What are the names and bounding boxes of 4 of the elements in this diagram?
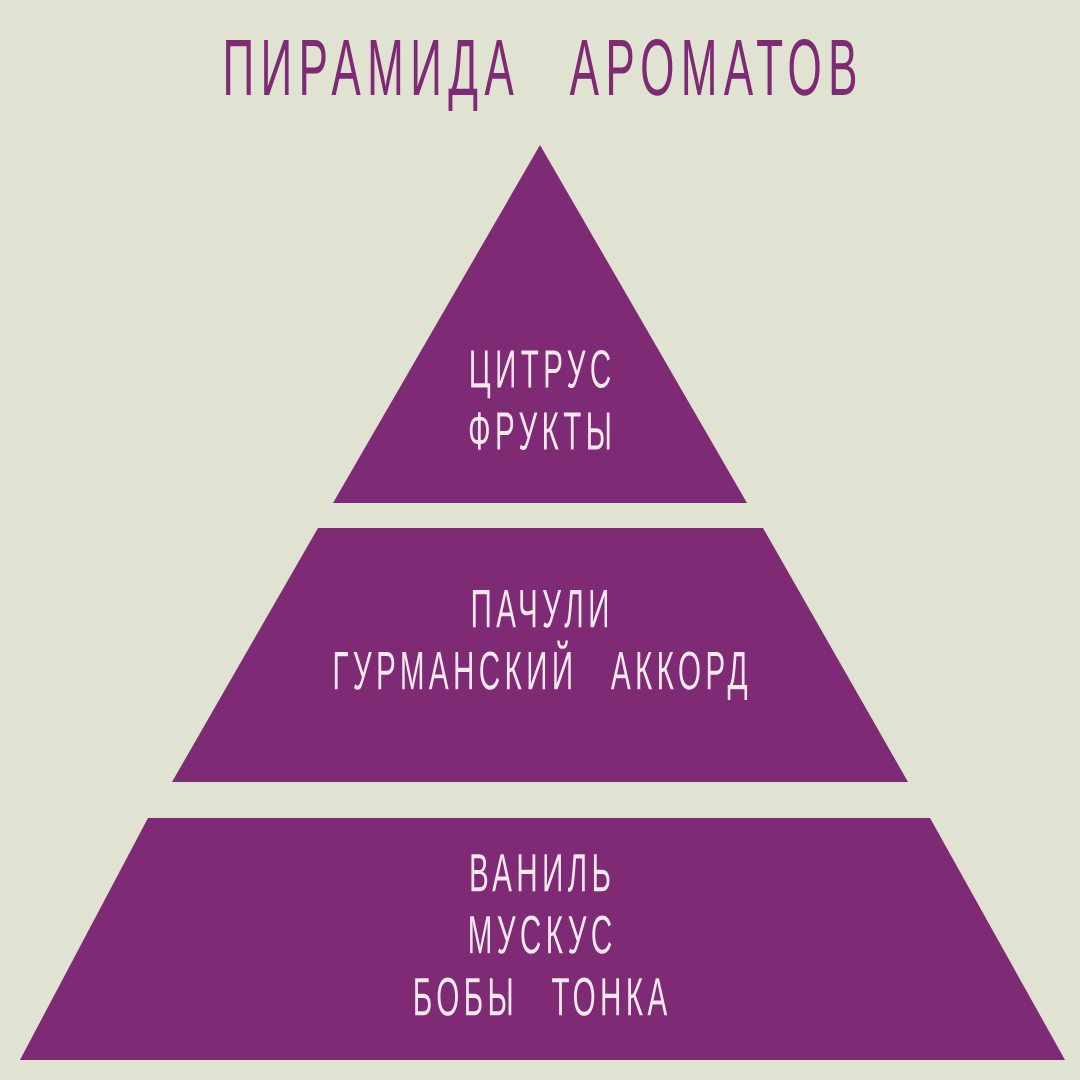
- pyramid-tier: ПАЧУЛИ ГУРМАНСКИЙ АККОРД: [172, 528, 908, 782]
- title: ПИРАМИДА АРОМАТОВ: [226, 39, 856, 111]
- pyramid-tier: ВАНИЛЬ МУСКУС БОБЫ ТОНКА: [20, 818, 1065, 1060]
- pyramid-tier: ЦИТРУС ФРУКТЫ: [333, 145, 747, 503]
